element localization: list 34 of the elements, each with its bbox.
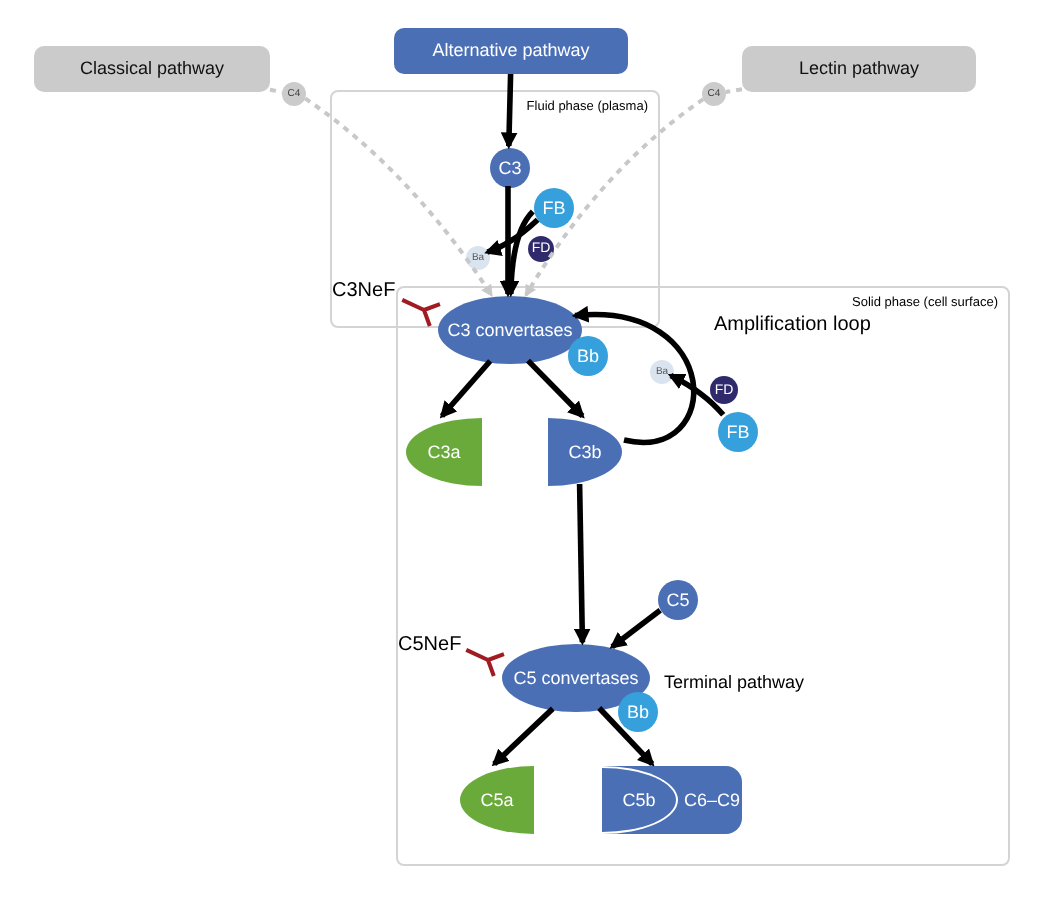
arrow — [667, 372, 726, 417]
pathway-box: Alternative pathway — [394, 28, 628, 74]
arrow — [484, 217, 540, 256]
pathway-box: Classical pathway — [34, 46, 270, 92]
phase-panel — [396, 286, 1010, 866]
arrow — [499, 186, 517, 298]
fragment-shape: C3b — [548, 418, 622, 486]
fragment-shape: C3a — [406, 418, 482, 486]
protein-circle: C5 — [658, 580, 698, 620]
arrow — [609, 607, 662, 650]
fragment-label: C5b — [602, 766, 678, 834]
inhibitor-label: C3NeF — [332, 280, 396, 302]
complex-shape — [602, 766, 742, 834]
arrow — [502, 209, 535, 298]
arrow — [439, 359, 493, 419]
arrow — [573, 483, 591, 646]
arrow — [597, 706, 655, 767]
pathway-label: Amplification loop — [714, 314, 871, 336]
arrow — [526, 358, 585, 419]
protein-circle: Bb — [568, 336, 608, 376]
arrow — [491, 706, 555, 767]
protein-circle: FB — [534, 188, 574, 228]
protein-circle: C3 — [490, 148, 530, 188]
fragment-shape: C5a — [460, 766, 534, 834]
protein-circle: Bb — [618, 692, 658, 732]
dashed-arrow — [524, 97, 705, 298]
pathway-box: Lectin pathway — [742, 46, 976, 92]
protein-circle: FB — [718, 412, 758, 452]
complex-label: C6–C9 — [684, 791, 741, 809]
inhibitor-label: C5NeF — [398, 634, 462, 656]
pathway-label: Terminal pathway — [664, 672, 805, 692]
dashed-arrow — [304, 96, 494, 297]
arrow — [500, 73, 518, 150]
arrow — [571, 307, 697, 445]
